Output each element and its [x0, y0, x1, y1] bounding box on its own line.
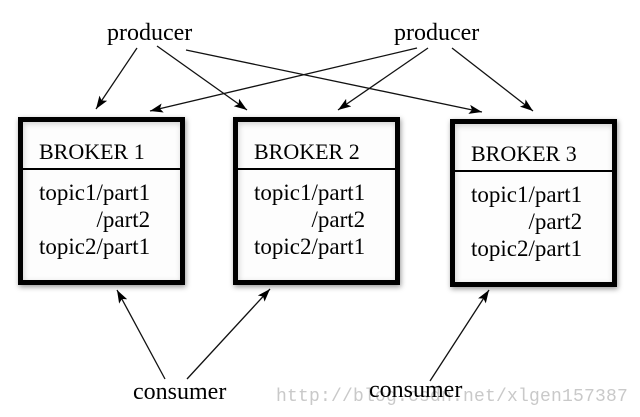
arrow-producer-2-to-broker-3 [451, 47, 534, 112]
arrow-producer-2-to-broker-1 [149, 47, 418, 113]
topic-line: topic2/part1 [254, 234, 366, 259]
consumer-1-label: consumer [133, 379, 227, 405]
broker-1-topic-list: topic1/part1 /part2 topic2/part1 [39, 179, 150, 260]
broker-2-topic-list: topic1/part1 /part2 topic2/part1 [254, 179, 365, 260]
topic-line: topic2/part1 [471, 236, 583, 261]
arrow-consumer-1-to-broker-2 [186, 288, 271, 380]
broker-2-box: BROKER 2 topic1/part1 /part2 topic2/part… [233, 117, 400, 285]
arrow-producer-1-to-broker-1 [95, 47, 138, 110]
topic-line: /part2 [311, 207, 366, 232]
topic-line: topic1/part1 [254, 180, 366, 205]
arrow-consumer-1-to-broker-1 [116, 289, 166, 380]
broker-1-box: BROKER 1 topic1/part1 /part2 topic2/part… [18, 117, 185, 285]
producer-1-label: producer [107, 20, 193, 46]
watermark-text: http://blog.csdn.net/xlgen157387 [276, 387, 629, 407]
broker-2-title: BROKER 2 [238, 122, 395, 170]
broker-3-box: BROKER 3 topic1/part1 /part2 topic2/part… [450, 119, 617, 287]
topic-line: /part2 [96, 207, 151, 232]
arrow-producer-2-to-broker-2 [337, 47, 429, 111]
arrow-producer-1-to-broker-2 [156, 45, 248, 111]
topic-line: /part2 [528, 209, 583, 234]
arrow-producer-1-to-broker-3 [185, 49, 483, 114]
arrow-consumer-2-to-broker-3 [429, 289, 490, 382]
producer-2-label: producer [394, 20, 480, 46]
topic-line: topic1/part1 [471, 182, 583, 207]
topic-line: topic1/part1 [39, 180, 151, 205]
broker-3-topic-list: topic1/part1 /part2 topic2/part1 [471, 181, 582, 262]
topic-line: topic2/part1 [39, 234, 151, 259]
broker-1-title: BROKER 1 [23, 122, 180, 170]
consumer-2-label: consumer [369, 377, 463, 403]
broker-3-title: BROKER 3 [455, 124, 612, 172]
